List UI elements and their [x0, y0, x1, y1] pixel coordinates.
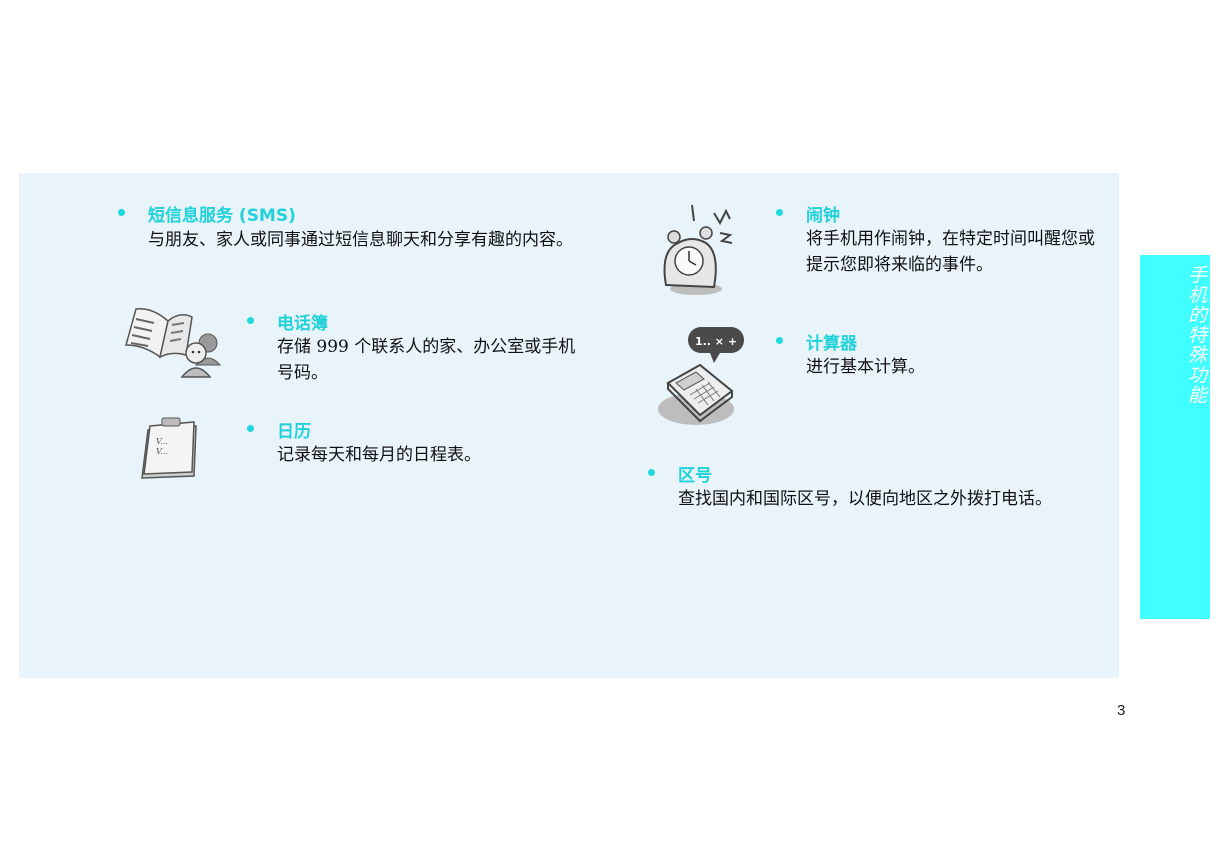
calendar-description: 记录每天和每月的日程表。	[277, 445, 481, 465]
phonebook-icon	[122, 305, 222, 384]
sms-title: 短信息服务 (SMS)	[148, 206, 296, 226]
svg-text:V...: V...	[156, 447, 168, 456]
bullet-area-code	[648, 469, 655, 476]
alarm-description: 将手机用作闹钟，在特定时间叫醒您或提示您即将来临的事件。	[806, 229, 1095, 275]
chapter-side-tab: 手机的特殊功能	[1140, 255, 1210, 619]
calendar-icon: V... V...	[138, 416, 204, 486]
svg-text:V...: V...	[156, 437, 168, 446]
bullet-phonebook	[247, 317, 254, 324]
bullet-calculator	[776, 337, 783, 344]
calculator-title: 计算器	[806, 334, 857, 354]
phonebook-description: 存储 999 个联系人的家、办公室或手机号码。	[277, 337, 576, 383]
calculator-description: 进行基本计算。	[806, 357, 925, 377]
chapter-side-tab-label: 手机的特殊功能	[1185, 265, 1207, 405]
calendar-title: 日历	[277, 422, 311, 442]
calculator-icon: 1.. × +	[656, 325, 746, 433]
alarm-title: 闹钟	[806, 206, 840, 226]
content-panel	[19, 173, 1119, 678]
area-code-description: 查找国内和国际区号，以便向地区之外拨打电话。	[678, 489, 1052, 509]
alarm-clock-icon	[656, 203, 736, 303]
calculator-bubble-text: 1.. × +	[695, 335, 737, 348]
bullet-sms	[118, 209, 125, 216]
bullet-calendar	[247, 425, 254, 432]
area-code-title: 区号	[678, 466, 712, 486]
page-number: 3	[1117, 702, 1126, 719]
sms-description: 与朋友、家人或同事通过短信息聊天和分享有趣的内容。	[148, 230, 573, 250]
bullet-alarm	[776, 209, 783, 216]
phonebook-title: 电话簿	[277, 314, 328, 334]
